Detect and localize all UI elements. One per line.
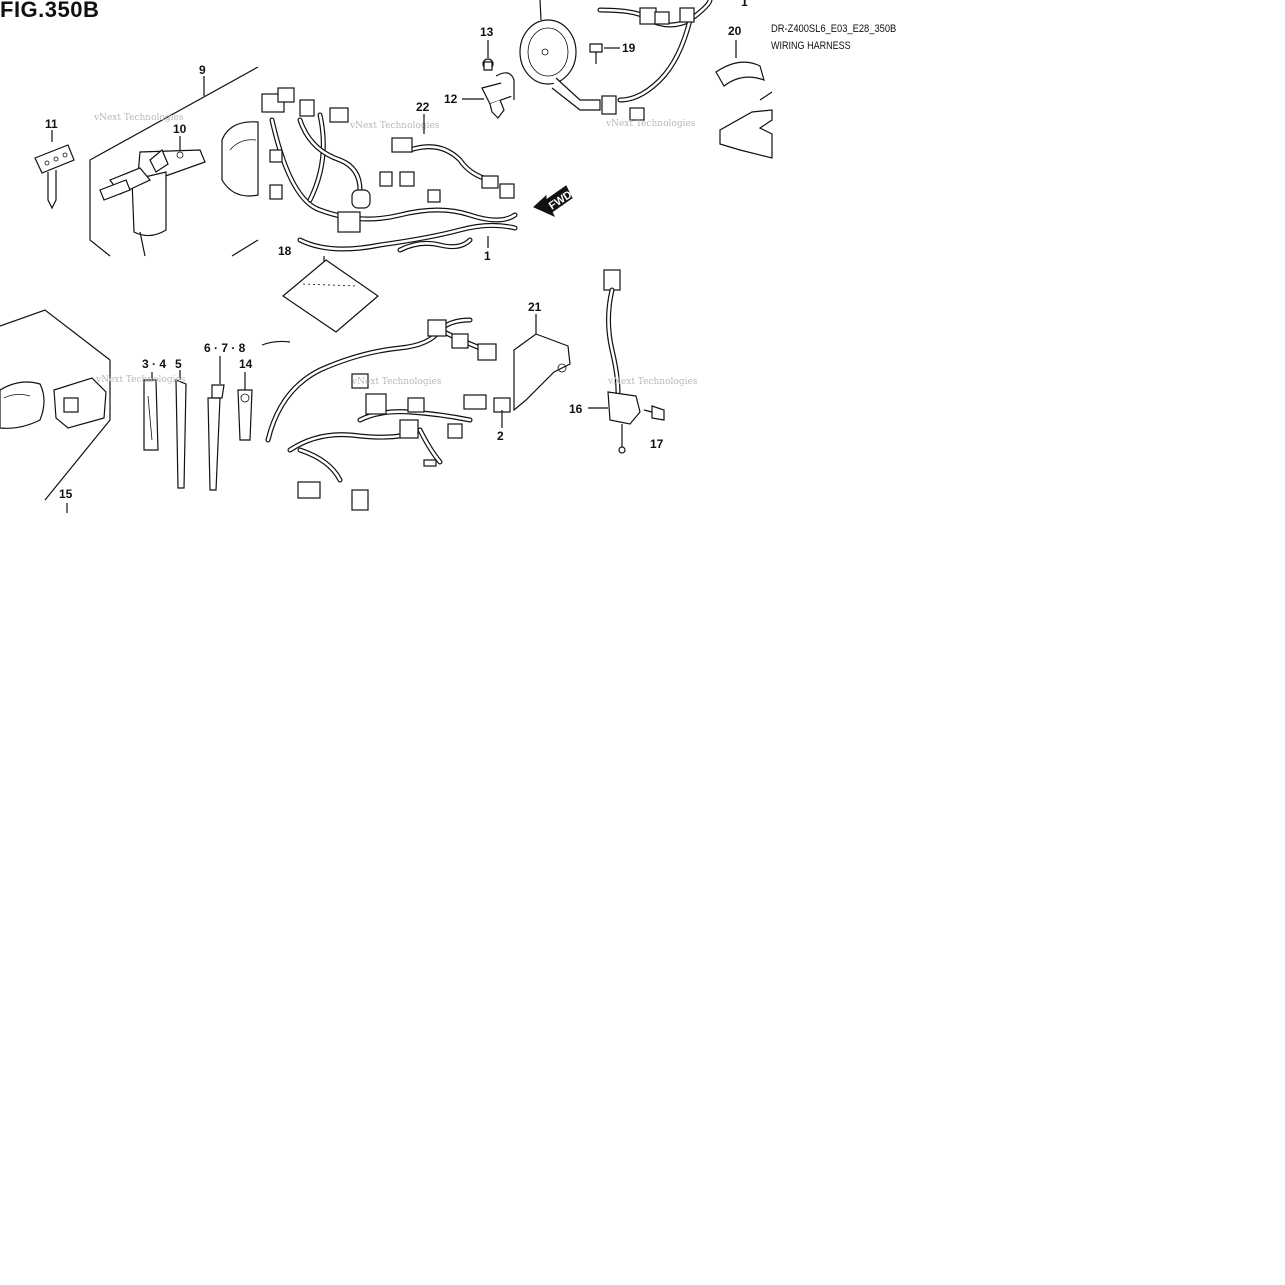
callout-2: 2: [497, 429, 504, 443]
callout-14: 16: [569, 402, 583, 416]
bracket-part-19: [513, 314, 571, 412]
fuel-cap-lock-group-21: [0, 309, 111, 513]
svg-text:vNext Technologies: vNext Technologies: [93, 113, 184, 123]
clamp-part-6-7-8: [207, 356, 225, 491]
figure-code: DR-Z400SL6_E03_E28_350B: [771, 23, 897, 35]
bolt-part-15: [643, 405, 665, 421]
relay-harness-top: [597, 0, 746, 121]
switch-part-12: [462, 72, 515, 119]
clamp-part-3-4: [143, 372, 159, 451]
callout-10: 10: [173, 122, 187, 136]
callout-16: 18: [278, 244, 292, 258]
fuel-cap-partial: [221, 121, 259, 197]
callout-5: 5: [175, 357, 182, 371]
callout-20: 14: [239, 357, 253, 371]
callout-19: 21: [528, 300, 542, 314]
callout-22: 22: [416, 100, 430, 114]
callout-21: 15: [59, 487, 73, 501]
key-part-11: [34, 144, 75, 210]
callout-9: 9: [199, 63, 206, 77]
wiring-harness-bottom: [261, 317, 511, 511]
wiring-harness-top: [261, 87, 518, 253]
callout-6-7-8: 6 · 7 · 8: [204, 341, 246, 355]
callout-labels: 9 11 10 13 12 22 19 20 1 18 1 21 3 · 4 5…: [45, 0, 748, 501]
ignition-switch-group: [34, 66, 259, 257]
svg-text:vNext Technologies: vNext Technologies: [351, 377, 442, 387]
forward-direction-arrow: [533, 185, 573, 218]
callout-15: 17: [650, 437, 664, 451]
bolt-part-13: [482, 40, 494, 71]
ignition-switch-part-10: [99, 149, 206, 257]
figure-name: WIRING HARNESS: [771, 40, 851, 52]
callout-1b: 1: [484, 249, 491, 263]
figure-title: FIG.350B: [0, 0, 100, 22]
callout-11: 11: [45, 117, 58, 131]
fwd-label: FWD: [547, 189, 575, 213]
svg-text:vNext Technologies: vNext Technologies: [605, 119, 696, 129]
svg-text:vNext Technologies: vNext Technologies: [95, 375, 186, 385]
pad-part-16: [282, 256, 379, 333]
callout-1a: 1: [741, 0, 748, 9]
callout-12: 12: [444, 92, 458, 106]
bracket-part-18: [715, 40, 773, 159]
callout-13: 13: [480, 25, 494, 39]
sensor-part-14: [588, 269, 641, 454]
tie-part-5: [175, 370, 187, 489]
clamp-part-20: [237, 372, 253, 441]
watermarks: vNext Technologies vNext Technologies vN…: [93, 113, 698, 387]
callout-3-4: 3 · 4: [142, 357, 166, 371]
horn-part: [519, 0, 601, 111]
svg-text:vNext Technologies: vNext Technologies: [349, 121, 440, 131]
svg-text:vNext Technologies: vNext Technologies: [607, 377, 698, 387]
callout-17: 19: [622, 41, 636, 55]
callout-18: 20: [728, 24, 742, 38]
bolt-part-17: [589, 43, 620, 64]
